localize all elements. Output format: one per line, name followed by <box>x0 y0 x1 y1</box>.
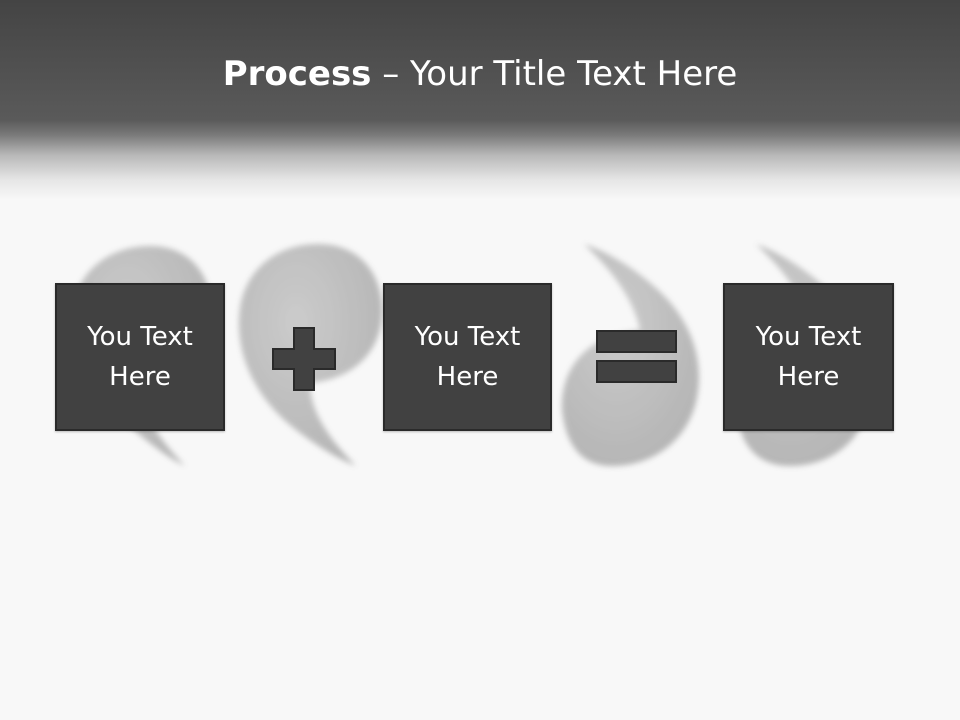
title-text-part: – Your Title Text Here <box>371 54 738 94</box>
process-step-1-text: You Text Here <box>87 322 193 392</box>
process-step-2[interactable]: You Text Here <box>383 283 552 431</box>
equals-icon <box>596 330 677 383</box>
plus-icon <box>272 327 336 391</box>
process-result[interactable]: You Text Here <box>723 283 894 431</box>
process-step-2-text: You Text Here <box>414 322 521 392</box>
process-step-1[interactable]: You Text Here <box>55 283 225 431</box>
title-bar <box>0 0 960 200</box>
title-bold-part: Process <box>222 54 372 94</box>
closing-quote-shape-1 <box>561 244 699 466</box>
process-result-text: You Text Here <box>755 322 862 392</box>
slide-title[interactable]: Process – Your Title Text Here <box>0 50 960 98</box>
